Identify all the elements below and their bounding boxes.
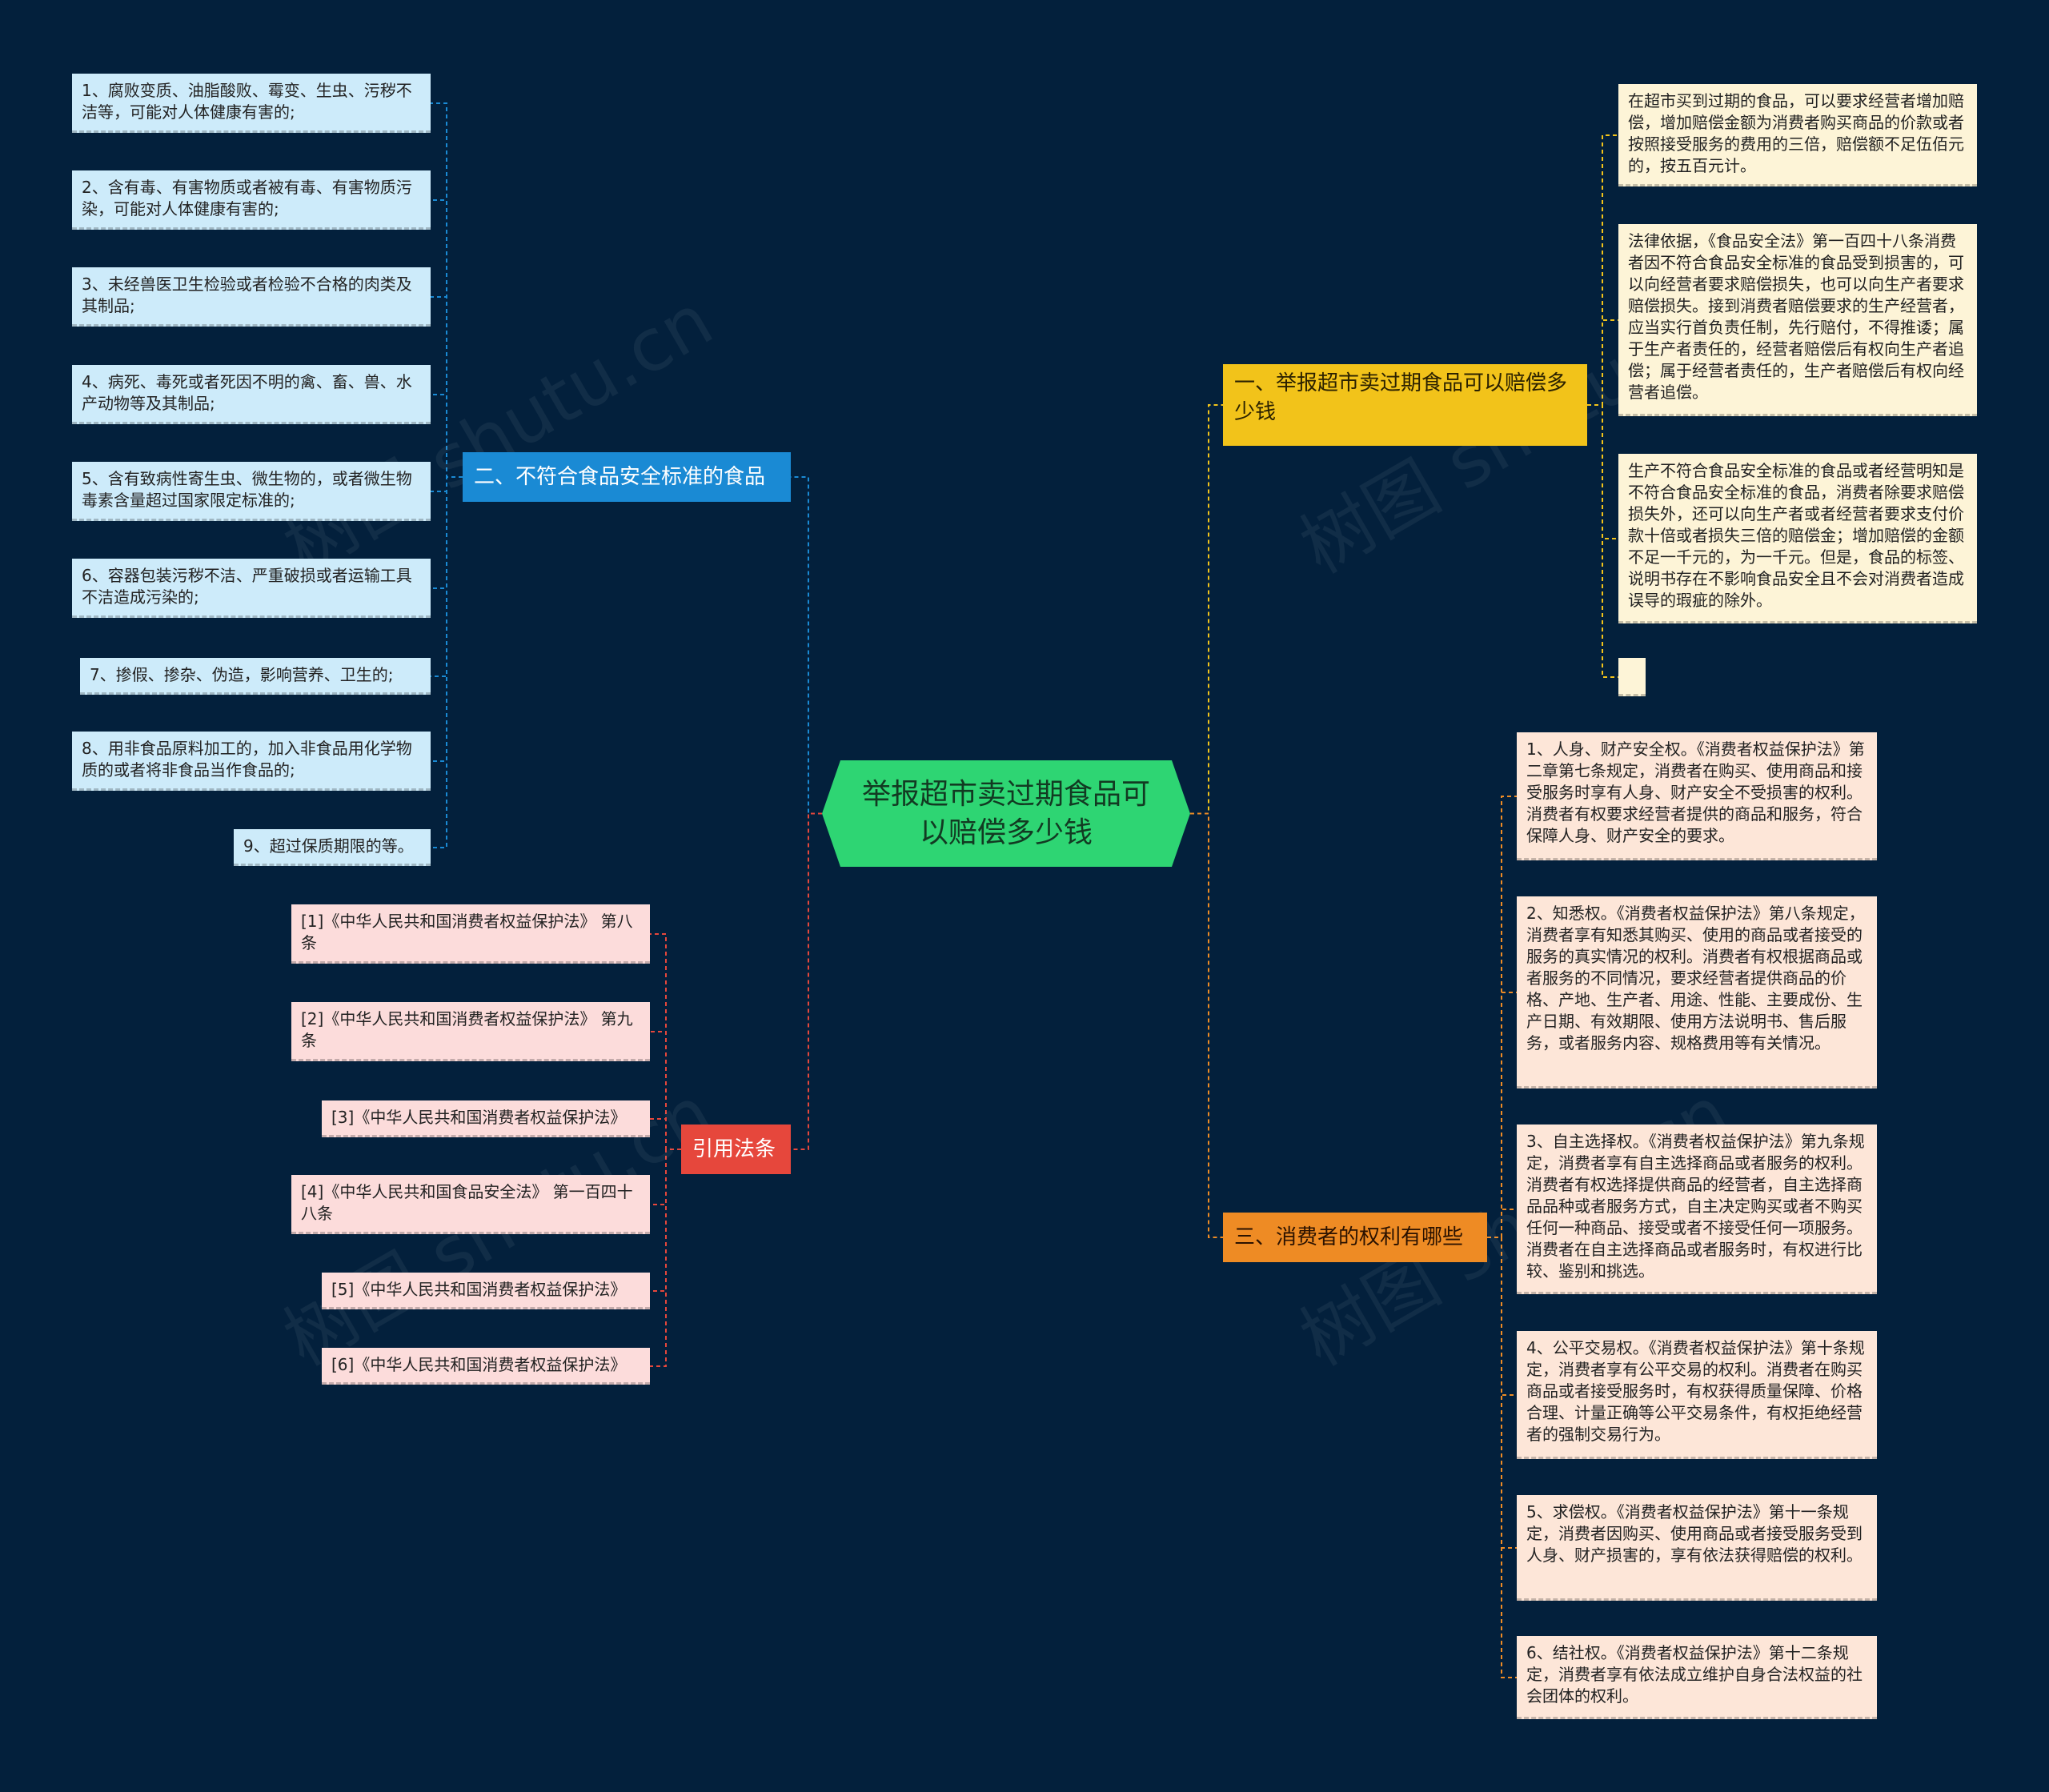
rights-item: 3、自主选择权。《消费者权益保护法》第九条规定，消费者享有自主选择商品或者服务的…: [1517, 1125, 1877, 1294]
law-item: [5]《中华人民共和国消费者权益保护法》: [322, 1273, 650, 1309]
connector: [1587, 319, 1618, 406]
connector: [650, 1149, 681, 1367]
law-item: [2]《中华人民共和国消费者权益保护法》 第九条: [291, 1002, 650, 1061]
branch-food-standards[interactable]: 二、不符合食品安全标准的食品: [463, 452, 791, 502]
law-item: [3]《中华人民共和国消费者权益保护法》: [322, 1100, 650, 1137]
rights-item: 2、知悉权。《消费者权益保护法》第八条规定，消费者享有知悉其购买、使用的商品或者…: [1517, 896, 1877, 1088]
food-item: 1、腐败变质、油脂酸败、霉变、生虫、污秽不洁等，可能对人体健康有害的;: [72, 74, 431, 133]
food-item: 2、含有毒、有害物质或者被有毒、有害物质污染，可能对人体健康有害的;: [72, 170, 431, 230]
compensation-item: 在超市买到过期的食品，可以要求经营者增加赔偿，增加赔偿金额为消费者购买商品的价款…: [1618, 84, 1977, 186]
rights-item: 1、人身、财产安全权。《消费者权益保护法》第二章第七条规定，消费者在购买、使用商…: [1517, 732, 1877, 860]
connector: [1487, 992, 1517, 1238]
connector: [650, 1031, 681, 1150]
food-item: 4、病死、毒死或者死因不明的禽、畜、兽、水产动物等及其制品;: [72, 365, 431, 424]
rights-item: 4、公平交易权。《消费者权益保护法》第十条规定，消费者享有公平交易的权利。消费者…: [1517, 1331, 1877, 1459]
food-item: 7、掺假、掺杂、伪造，影响营养、卫生的;: [80, 658, 431, 695]
law-item: [4]《中华人民共和国食品安全法》 第一百四十八条: [291, 1175, 650, 1234]
food-item: 3、未经兽医卫生检验或者检验不合格的肉类及其制品;: [72, 267, 431, 327]
rights-item: 6、结社权。《消费者权益保护法》第十二条规定，消费者享有依法成立维护自身合法权益…: [1517, 1636, 1877, 1719]
connector: [431, 394, 463, 478]
connector: [1487, 1209, 1517, 1238]
food-item: 9、超过保质期限的等。: [234, 829, 431, 866]
food-item: 5、含有致病性寄生虫、微生物的，或者微生物毒素含量超过国家限定标准的;: [72, 462, 431, 521]
branch-cited-laws[interactable]: 引用法条: [681, 1125, 791, 1174]
connector: [1587, 134, 1618, 406]
connector: [1587, 404, 1618, 678]
rights-item: 5、求偿权。《消费者权益保护法》第十一条规定，消费者因购买、使用商品或者接受服务…: [1517, 1495, 1877, 1601]
law-item: [1]《中华人民共和国消费者权益保护法》 第八条: [291, 904, 650, 964]
connector: [1487, 1237, 1517, 1678]
compensation-item: [1618, 658, 1646, 696]
branch-compensation[interactable]: 一、举报超市卖过期食品可以赔偿多少钱: [1223, 364, 1587, 446]
root-topic[interactable]: 举报超市卖过期食品可以赔偿多少钱: [822, 760, 1190, 867]
law-item: [6]《中华人民共和国消费者权益保护法》: [322, 1348, 650, 1385]
connector: [431, 476, 463, 848]
connector: [1190, 404, 1223, 815]
food-item: 8、用非食品原料加工的，加入非食品用化学物质的或者将非食品当作食品的;: [72, 732, 431, 791]
connector: [650, 1118, 681, 1150]
connector: [1190, 812, 1223, 1238]
connector: [431, 296, 463, 478]
food-item: 6、容器包装污秽不洁、严重破损或者运输工具不洁造成污染的;: [72, 559, 431, 618]
connector: [791, 812, 822, 1150]
compensation-item: 生产不符合食品安全标准的食品或者经营明知是不符合食品安全标准的食品，消费者除要求…: [1618, 454, 1977, 623]
connector: [791, 476, 822, 815]
compensation-item: 法律依据，《食品安全法》第一百四十八条消费者因不符合食品安全标准的食品受到损害的…: [1618, 224, 1977, 416]
branch-consumer-rights[interactable]: 三、消费者的权利有哪些: [1223, 1213, 1487, 1262]
